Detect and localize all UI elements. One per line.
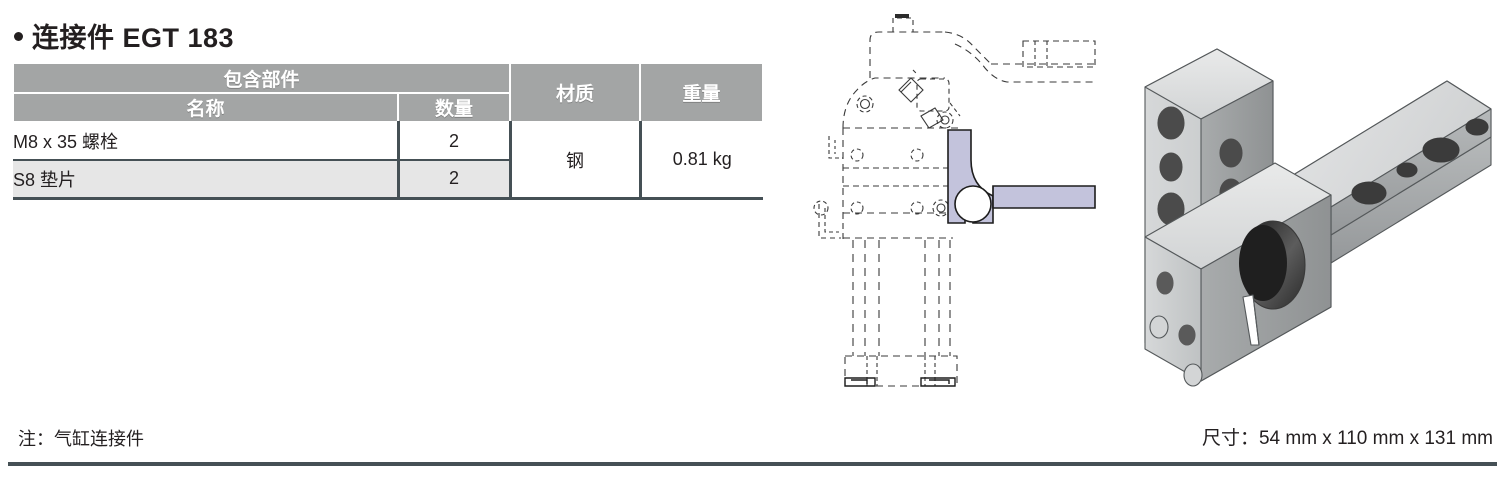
table-header-included-parts: 包含部件	[11, 62, 512, 94]
schematic-highlighted-connector	[947, 129, 1096, 224]
schematic-hole-markers	[813, 69, 961, 217]
part-quantity-cell: 2	[398, 160, 512, 200]
left-content-pane: 连接件 EGT 183 包含部件 材质 重量 名称 数量 M8 x 35 螺栓 …	[11, 16, 765, 449]
render-svg	[1144, 48, 1492, 387]
schematic-base-feet	[844, 377, 956, 387]
schematic-svg	[813, 14, 1096, 387]
footer-note: 注：气缸连接件	[18, 429, 144, 449]
render-clamp-body	[1144, 162, 1332, 387]
weight-value-cell: 0.81 kg	[640, 122, 764, 200]
part-name-cell: S8 垫片	[13, 160, 400, 200]
page-title-text: 连接件 EGT 183	[32, 23, 235, 53]
part-name-cell: M8 x 35 螺栓	[13, 122, 400, 161]
table-row: S8 垫片 2	[13, 160, 763, 200]
included-parts-table: 包含部件 材质 重量 名称 数量 M8 x 35 螺栓 2 钢 0.81 kg …	[11, 62, 765, 200]
table-header-name: 名称	[12, 92, 399, 123]
table-header-material: 材质	[509, 62, 642, 123]
table-header-quantity: 数量	[396, 92, 512, 123]
table-header-row-sub: 名称 数量	[12, 92, 763, 123]
dimensions-caption: 尺寸：54 mm x 110 mm x 131 mm	[1201, 428, 1493, 449]
assembly-schematic-drawing	[795, 8, 1125, 408]
isometric-3d-bracket-render	[1135, 45, 1495, 400]
page-title: 连接件 EGT 183	[14, 16, 234, 55]
table-header-row-group: 包含部件 材质 重量	[11, 62, 765, 123]
table-row: M8 x 35 螺栓 2 钢 0.81 kg	[13, 122, 764, 200]
part-quantity-cell: 2	[398, 122, 512, 161]
material-value-cell: 钢	[510, 122, 642, 200]
bullet-dot-icon	[14, 32, 23, 41]
footer-divider	[8, 462, 1497, 466]
table-header-weight: 重量	[639, 62, 765, 123]
